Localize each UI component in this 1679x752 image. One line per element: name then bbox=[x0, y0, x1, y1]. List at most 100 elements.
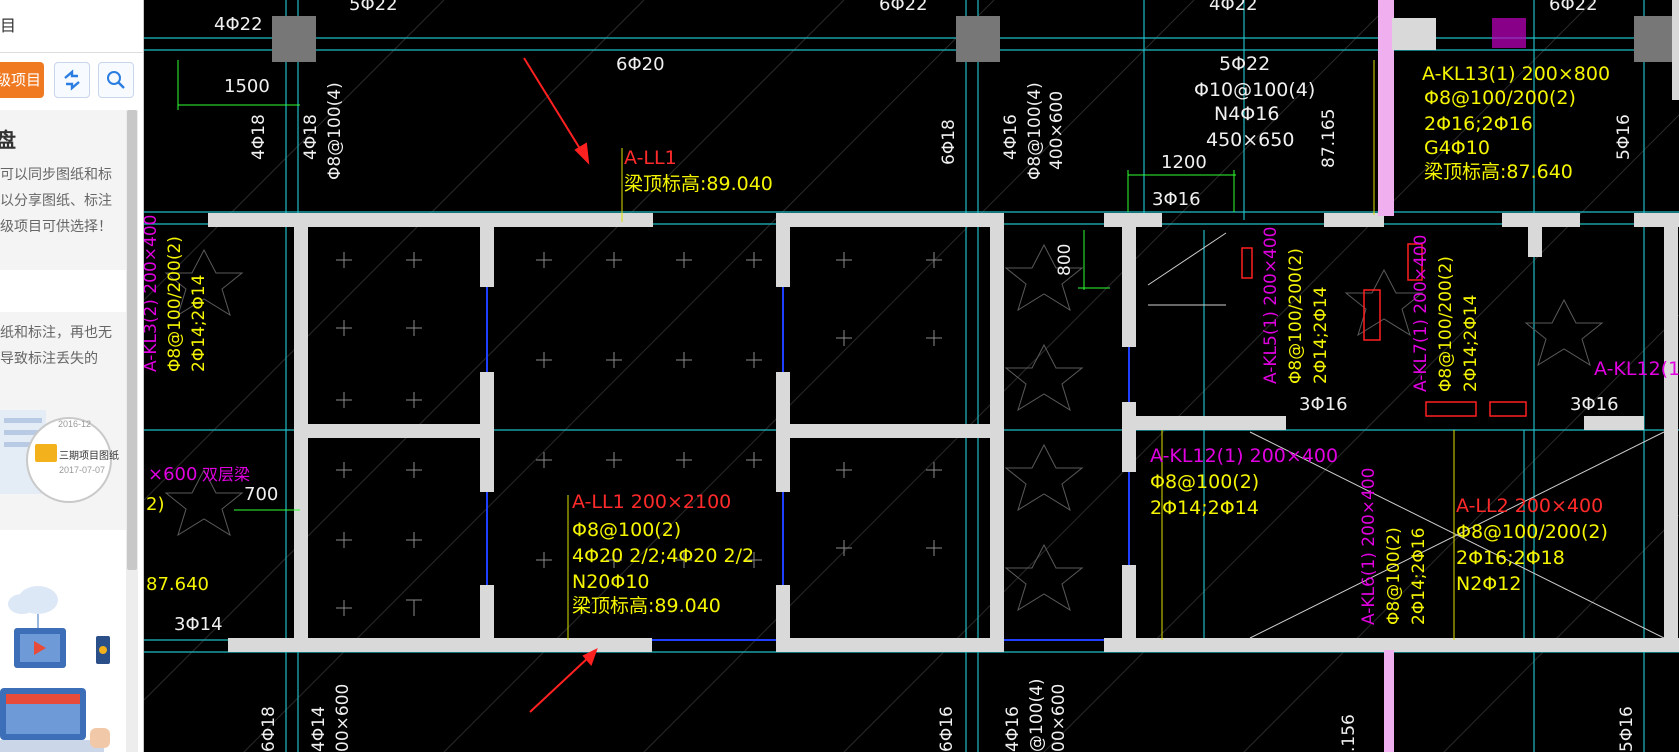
search-icon bbox=[107, 71, 125, 89]
kl12-name[interactable]: A-KL12(1) 200×400 bbox=[1150, 445, 1338, 467]
kl12-line3[interactable]: 2Φ14;2Φ14 bbox=[1150, 497, 1259, 519]
bar-label-6phi20[interactable]: 6Φ20 bbox=[616, 54, 665, 75]
bar-label-top-3[interactable]: 6Φ22 bbox=[879, 0, 928, 15]
kl13-line3[interactable]: 2Φ16;2Φ16 bbox=[1424, 113, 1533, 135]
bar-label-top-2[interactable]: 5Φ22 bbox=[349, 0, 398, 15]
bottom-label-5[interactable]: 4Φ16 bbox=[1003, 706, 1023, 752]
bottom-label-3[interactable]: 00×600 bbox=[333, 684, 353, 752]
canvas-scrollbar[interactable] bbox=[1672, 0, 1679, 100]
kl5-name[interactable]: A-KL5(1) 200×400 bbox=[1261, 227, 1281, 384]
bottom-label-4[interactable]: 6Φ16 bbox=[937, 706, 957, 752]
kl12-right-name[interactable]: A-KL12(1) bbox=[1594, 358, 1679, 380]
slab-crosses bbox=[336, 252, 942, 616]
kl13-line2[interactable]: Φ8@100/200(2) bbox=[1424, 87, 1576, 109]
ll1-name[interactable]: A-LL1 200×2100 bbox=[572, 491, 731, 513]
vertical-label-4[interactable]: 6Φ18 bbox=[939, 119, 959, 165]
vertical-label-3[interactable]: Φ8@100(4) bbox=[325, 82, 345, 180]
kl5-line2[interactable]: Φ8@100/200(2) bbox=[1286, 248, 1306, 384]
kl12-line2[interactable]: Φ8@100(2) bbox=[1150, 471, 1259, 493]
vertical-label-7[interactable]: 400×600 bbox=[1047, 91, 1067, 170]
file-illustration bbox=[0, 410, 112, 503]
opening-diagonals bbox=[1147, 232, 1665, 639]
dimension-lines bbox=[177, 60, 1236, 511]
ll2-line2[interactable]: Φ8@100/200(2) bbox=[1456, 521, 1608, 543]
ll1-top-name[interactable]: A-LL1 bbox=[624, 147, 677, 169]
bar-label-top-4[interactable]: 4Φ22 bbox=[1209, 0, 1258, 15]
bottom-label-2[interactable]: 4Φ14 bbox=[309, 706, 329, 752]
sync-card: 纸和标注，再也无 导致标注丢失的 2016-12 三期项目图纸 2017-07-… bbox=[0, 312, 126, 530]
kl6-line3[interactable]: 2Φ14;2Φ16 bbox=[1409, 528, 1429, 625]
vertical-label-8[interactable]: 5Φ16 bbox=[1614, 114, 1634, 160]
elevation-87165[interactable]: 87.165 bbox=[1319, 109, 1339, 168]
kl7-line3[interactable]: 2Φ14;2Φ14 bbox=[1461, 295, 1481, 392]
cloud-sync-illustration bbox=[0, 586, 110, 752]
ll1-line5[interactable]: 梁顶标高:89.040 bbox=[572, 595, 721, 617]
file-name: 三期项目图纸 bbox=[59, 451, 119, 462]
beam-center-line2[interactable]: Φ10@100(4) bbox=[1194, 79, 1315, 101]
kl6-name[interactable]: A-KL6(1) 200×400 bbox=[1359, 468, 1379, 625]
kl3-name[interactable]: A-KL3(2) 200×400 bbox=[144, 215, 161, 372]
bar-label-top-1[interactable]: 4Φ22 bbox=[214, 14, 263, 35]
cloud-card-title: 盘 bbox=[0, 124, 16, 153]
left-elevation[interactable]: 87.640 bbox=[146, 574, 209, 595]
annotation-arrows[interactable] bbox=[523, 57, 598, 713]
kl7-name[interactable]: A-KL7(1) 200×400 bbox=[1411, 235, 1431, 392]
left-beam-note[interactable]: 双层梁 bbox=[202, 465, 250, 484]
left-beam-num[interactable]: 2) bbox=[146, 494, 164, 515]
bottom-label-1[interactable]: 6Φ18 bbox=[259, 706, 279, 752]
beam-center-line3[interactable]: N4Φ16 bbox=[1214, 103, 1279, 125]
kl13-line5[interactable]: 梁顶标高:87.640 bbox=[1424, 161, 1573, 183]
dimension-700[interactable]: 700 bbox=[244, 484, 278, 505]
cloud-card-text-1: 可以同步图纸和标 bbox=[0, 167, 112, 183]
dimension-800[interactable]: 800 bbox=[1055, 244, 1075, 276]
sidebar-title: 目 bbox=[0, 16, 17, 35]
beam-center-line1[interactable]: 5Φ22 bbox=[1219, 53, 1270, 75]
left-beam-size[interactable]: ×600 bbox=[148, 464, 197, 485]
vertical-label-2[interactable]: 4Φ18 bbox=[301, 114, 321, 160]
walls bbox=[208, 0, 1679, 752]
columns bbox=[272, 16, 1678, 62]
bottom-label-9[interactable]: 5Φ16 bbox=[1617, 706, 1637, 752]
ll1-line4[interactable]: N20Φ10 bbox=[572, 571, 650, 593]
bottom-label-8[interactable]: .156 bbox=[1339, 714, 1359, 752]
bar-label-top-5[interactable]: 6Φ22 bbox=[1549, 0, 1598, 15]
ll1-top-elev[interactable]: 梁顶标高:89.040 bbox=[624, 173, 773, 195]
dimension-1500[interactable]: 1500 bbox=[224, 76, 270, 97]
bars-3phi16-a[interactable]: 3Φ16 bbox=[1299, 394, 1348, 415]
ll1-line2[interactable]: Φ8@100(2) bbox=[572, 519, 681, 541]
bottom-label-7[interactable]: 00×600 bbox=[1049, 684, 1069, 752]
sync-card-text-1: 纸和标注，再也无 bbox=[0, 325, 112, 341]
left-bars-3phi14[interactable]: 3Φ14 bbox=[174, 614, 223, 635]
ll2-line3[interactable]: 2Φ16;2Φ18 bbox=[1456, 547, 1565, 569]
ll1-line3[interactable]: 4Φ20 2/2;4Φ20 2/2 bbox=[572, 545, 754, 567]
search-button[interactable] bbox=[98, 62, 134, 98]
beam-center-line4[interactable]: 450×650 bbox=[1206, 129, 1294, 151]
sync-icon bbox=[64, 69, 80, 91]
ll2-line4[interactable]: N2Φ12 bbox=[1456, 573, 1521, 595]
kl5-line3[interactable]: 2Φ14;2Φ14 bbox=[1311, 287, 1331, 384]
magenta-column bbox=[1492, 18, 1526, 48]
ll2-name[interactable]: A-LL2 200×400 bbox=[1456, 495, 1603, 517]
sync-button[interactable] bbox=[54, 62, 90, 98]
openings bbox=[486, 287, 1130, 641]
sidebar-scrollbar-thumb[interactable] bbox=[127, 110, 137, 570]
star-hatch bbox=[164, 243, 1604, 612]
file-date-1: 2016-12 bbox=[58, 419, 92, 429]
kl3-line3[interactable]: 2Φ14;2Φ14 bbox=[189, 275, 209, 372]
bars-3phi16-b[interactable]: 3Φ16 bbox=[1570, 394, 1619, 415]
vertical-label-1[interactable]: 4Φ18 bbox=[249, 114, 269, 160]
kl13-line4[interactable]: G4Φ10 bbox=[1424, 137, 1490, 159]
cad-drawing-canvas[interactable]: 4Φ22 5Φ22 6Φ22 4Φ22 6Φ22 1500 6Φ20 4Φ18 … bbox=[144, 0, 1679, 752]
vertical-label-6[interactable]: Φ8@100(4) bbox=[1025, 82, 1045, 180]
red-markers bbox=[1241, 243, 1527, 417]
bottom-label-6[interactable]: @100(4) bbox=[1027, 678, 1047, 752]
kl6-line2[interactable]: Φ8@100(2) bbox=[1384, 527, 1404, 625]
upgrade-project-button[interactable]: 级项目 bbox=[0, 62, 44, 98]
vertical-label-5[interactable]: 4Φ16 bbox=[1001, 114, 1021, 160]
kl7-line2[interactable]: Φ8@100/200(2) bbox=[1436, 256, 1456, 392]
bar-label-3phi16[interactable]: 3Φ16 bbox=[1152, 189, 1201, 210]
kl13-name[interactable]: A-KL13(1) 200×800 bbox=[1422, 63, 1610, 85]
cloud-disk-card: 盘 可以同步图纸和标 以分享图纸、标注 级项目可供选择！ bbox=[0, 110, 126, 270]
kl3-line2[interactable]: Φ8@100/200(2) bbox=[165, 236, 185, 372]
dimension-1200[interactable]: 1200 bbox=[1161, 152, 1207, 173]
